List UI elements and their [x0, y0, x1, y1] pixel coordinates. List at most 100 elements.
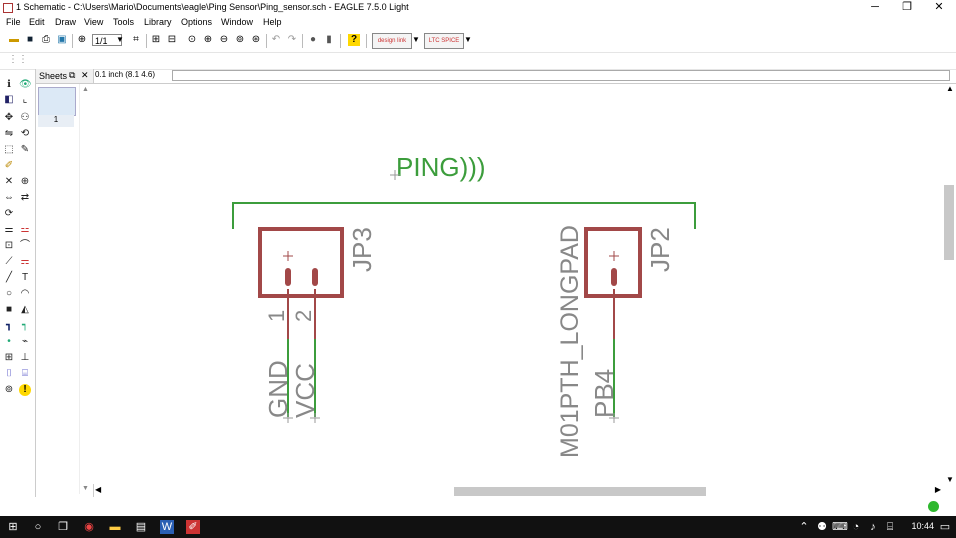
- menu-file[interactable]: File: [6, 17, 21, 27]
- menu-library[interactable]: Library: [144, 17, 172, 27]
- zoom-in-icon[interactable]: ⊕: [203, 34, 213, 45]
- bus-icon[interactable]: ┓: [5, 320, 13, 331]
- chevron-down-icon[interactable]: ▼: [412, 35, 420, 44]
- command-input[interactable]: [172, 70, 950, 81]
- circle-icon[interactable]: ○: [5, 288, 13, 299]
- board-switch-icon[interactable]: ⌗: [133, 34, 139, 45]
- scroll-down-icon[interactable]: ▼: [946, 475, 954, 484]
- errors-icon[interactable]: !: [19, 384, 31, 396]
- menu-view[interactable]: View: [84, 17, 104, 27]
- schematic-canvas[interactable]: PING))) JP3 1 2 GND VCC: [93, 84, 943, 484]
- attribute-icon[interactable]: ⊞: [4, 352, 14, 363]
- menu-tools[interactable]: Tools: [113, 17, 135, 27]
- dimension-icon[interactable]: ⊥: [20, 352, 30, 363]
- design-link-button[interactable]: design link: [372, 33, 412, 49]
- network-share-icon[interactable]: ⚉: [817, 521, 827, 533]
- scroll-up-icon[interactable]: ▲: [82, 86, 89, 93]
- print-icon[interactable]: ⎙: [42, 34, 50, 45]
- net-icon[interactable]: ┑: [21, 320, 29, 331]
- menu-draw[interactable]: Draw: [55, 17, 77, 27]
- sheets-scrollbar[interactable]: ▲ ▼: [79, 84, 92, 494]
- ltc-spice-button[interactable]: LTC SPICE: [424, 33, 464, 49]
- wifi-icon[interactable]: ◔: [852, 521, 860, 533]
- close-button[interactable]: ✕: [934, 1, 944, 13]
- move-icon[interactable]: ✥: [4, 112, 14, 123]
- cam-processor-icon[interactable]: ▣: [57, 34, 67, 45]
- go-icon[interactable]: ▮: [326, 34, 332, 45]
- search-icon[interactable]: ○: [34, 521, 42, 533]
- name-icon[interactable]: ⚌: [4, 224, 14, 235]
- sheet-icon[interactable]: ⊕: [77, 34, 87, 45]
- word-icon[interactable]: W: [160, 520, 174, 534]
- windows-start-icon[interactable]: ⊞: [8, 521, 18, 533]
- scroll-up-icon[interactable]: ▲: [946, 84, 954, 93]
- info-icon[interactable]: ℹ: [7, 79, 11, 90]
- rotate-icon[interactable]: ⟲: [20, 128, 30, 139]
- paste-icon[interactable]: ✐: [4, 160, 14, 171]
- restore-button[interactable]: ❐: [902, 1, 912, 13]
- close-icon[interactable]: ✕: [81, 70, 89, 80]
- chevron-down-icon[interactable]: ▼: [464, 35, 472, 44]
- gateswap-icon[interactable]: ⇄: [20, 192, 30, 203]
- task-view-icon[interactable]: ❐: [58, 521, 68, 533]
- minimize-button[interactable]: ─: [871, 1, 879, 13]
- ime-icon[interactable]: ⌨: [832, 521, 848, 533]
- menu-options[interactable]: Options: [181, 17, 213, 27]
- help-icon[interactable]: ?: [348, 34, 360, 46]
- horizontal-scrollbar[interactable]: ◀ ▶: [93, 485, 943, 497]
- sheet-select[interactable]: 1/1: [92, 34, 122, 46]
- display-icon[interactable]: ◧: [4, 94, 14, 105]
- polygon-icon[interactable]: ◭: [21, 304, 29, 315]
- keyboard-icon[interactable]: ⌸: [886, 521, 894, 533]
- status-indicator-icon[interactable]: [928, 501, 939, 512]
- invoke-icon[interactable]: ⚎: [20, 256, 30, 267]
- zoom-out-icon[interactable]: ⊖: [219, 34, 229, 45]
- miter-icon[interactable]: ⌒: [20, 240, 30, 251]
- save-icon[interactable]: ■: [26, 34, 34, 45]
- copy-icon[interactable]: ⚇: [20, 112, 30, 123]
- arc-icon[interactable]: ◠: [20, 288, 30, 299]
- split-icon[interactable]: ⟋: [5, 256, 13, 267]
- delete-icon[interactable]: ✕: [4, 176, 14, 187]
- rect-icon[interactable]: ■: [5, 304, 13, 315]
- modules-icon[interactable]: ⌸: [22, 368, 28, 379]
- horizontal-scroll-thumb[interactable]: [454, 487, 706, 496]
- scroll-left-icon[interactable]: ◀: [95, 485, 102, 494]
- chevron-up-icon[interactable]: ⌃: [799, 521, 809, 533]
- part-jp3[interactable]: [258, 227, 344, 423]
- pinswap-icon[interactable]: ⇔: [4, 192, 14, 203]
- frame-icon[interactable]: ⌷: [6, 368, 12, 379]
- add-icon[interactable]: ⊕: [20, 176, 30, 187]
- change-icon[interactable]: ✎: [20, 144, 30, 155]
- ulp-icon[interactable]: ⊞: [151, 34, 161, 45]
- undo-icon[interactable]: ↶: [271, 34, 281, 45]
- smash-icon[interactable]: ⊡: [4, 240, 14, 251]
- mirror-icon[interactable]: ⇋: [4, 128, 14, 139]
- zoom-select-icon[interactable]: ⊚: [235, 34, 245, 45]
- zoom-fit-icon[interactable]: ⊙: [187, 34, 197, 45]
- stop-icon[interactable]: ●: [309, 34, 317, 45]
- chrome-icon[interactable]: ◉: [84, 521, 94, 533]
- group-icon[interactable]: ⬚: [4, 144, 14, 155]
- erc-icon[interactable]: ⊚: [4, 384, 14, 395]
- menu-window[interactable]: Window: [221, 17, 254, 27]
- scroll-right-icon[interactable]: ▶: [934, 485, 941, 494]
- vertical-scroll-thumb[interactable]: [944, 185, 954, 260]
- sheet-number[interactable]: 1: [38, 115, 74, 127]
- label-icon[interactable]: ⌁: [21, 336, 29, 347]
- volume-icon[interactable]: ♪: [870, 521, 876, 533]
- replace-icon[interactable]: ⟳: [4, 208, 14, 219]
- value-icon[interactable]: ⚍: [20, 224, 30, 235]
- sheet-thumbnail[interactable]: [38, 87, 76, 116]
- notifications-icon[interactable]: ▭: [939, 521, 951, 533]
- menu-help[interactable]: Help: [263, 17, 282, 27]
- chevron-down-icon[interactable]: ▼: [116, 35, 124, 44]
- wire-icon[interactable]: ╱: [5, 272, 13, 283]
- open-icon[interactable]: ▬: [9, 34, 19, 45]
- show-icon[interactable]: 👁: [19, 79, 32, 90]
- scroll-down-icon[interactable]: ▼: [82, 485, 89, 492]
- part-jp2[interactable]: [584, 227, 642, 423]
- file-explorer-icon[interactable]: ▬: [109, 521, 121, 533]
- mark-icon[interactable]: ⌞: [22, 94, 28, 105]
- redo-icon[interactable]: ↷: [287, 34, 297, 45]
